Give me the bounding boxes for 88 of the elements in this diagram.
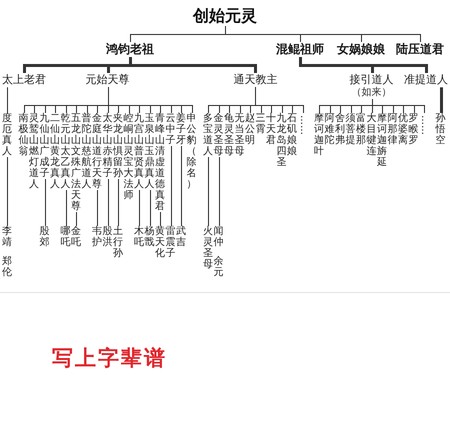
disciple-name: 二仙山黄龙真人 (50, 113, 60, 190)
disciple-name: 龟灵圣母 (224, 113, 234, 157)
disciple-name: 玉泉山玉鼎真人 (144, 113, 154, 190)
disciple-name: 孙悟空 (436, 113, 446, 146)
deity-name: 通天教主 (233, 73, 278, 88)
connector-line (219, 156, 220, 226)
connector-line (225, 26, 421, 42)
root-name: 创始元灵 (193, 6, 257, 26)
disciple-name: 赵公明 (245, 113, 255, 146)
disciple-name: 金庭山道行天尊 (92, 113, 102, 190)
disciple-name: 优婆离 (398, 113, 408, 146)
disciple-name: 摩诃迦旃延 (377, 113, 387, 168)
ellipsis-text: …… (419, 115, 429, 135)
deity-name: 陆压道君 (396, 42, 444, 57)
deity-name: 接引道人 (350, 73, 394, 86)
disciple-name: 云中子 (166, 113, 176, 146)
disciple-name: 崆峒山灵宝大法师 (124, 113, 134, 201)
connector-line (118, 178, 119, 226)
disciple-name: 九宫山普贤真人 (134, 113, 144, 190)
disciple-name: 武吉 (176, 226, 186, 248)
disciple-name: 姜子牙 (176, 113, 186, 146)
disciple-name: 夹龙山惧留孙 (113, 113, 123, 179)
disciple-name: 杨戬 (144, 226, 154, 248)
disciple-name: 李靖 (2, 226, 12, 248)
disciple-name: 富楼那 (356, 113, 366, 146)
deity-name: 太上老君 (2, 73, 46, 88)
connector-line (440, 87, 443, 113)
note-text: （如来） (352, 87, 392, 100)
disciple-name: 黄天化 (155, 226, 165, 259)
deity-name: 女娲娘娘 (337, 42, 385, 57)
disciple-name: 申公豹（除名） (186, 113, 196, 190)
disciple-name: 郑伦 (2, 256, 12, 278)
disciple-name: 太华山赤精子 (102, 113, 112, 179)
disciple-name: 五龙山文殊广法天尊 (71, 113, 81, 212)
ellipsis-text: …… (298, 115, 308, 135)
connector-line (66, 190, 67, 226)
disciple-name: 金灵圣母 (214, 113, 224, 157)
disciple-name: 火灵圣母 (203, 226, 213, 270)
disciple-name: 阿难陀 (324, 113, 334, 146)
disciple-name: 土行孙 (113, 226, 123, 259)
disciple-name: 舍利弗 (335, 113, 345, 146)
disciple-name: 大目犍连 (366, 113, 376, 157)
connector-line (7, 86, 8, 114)
disciple-name: 雷震子 (166, 226, 176, 259)
connector-line (139, 190, 140, 226)
connector-line (97, 190, 98, 226)
disciple-name: 九仙山广成子 (40, 113, 50, 179)
deity-name: 准提道人 (404, 73, 448, 88)
disciple-name: 须菩提 (346, 113, 356, 146)
disciple-name: 普陀山慈航道人 (82, 113, 92, 190)
deity-name: 混鲲祖师 (276, 42, 324, 57)
disciple-name: 石矶娘娘 (287, 113, 297, 157)
disciple-name: 哪吒 (60, 226, 70, 248)
connector-line (171, 146, 172, 226)
connector-line (181, 146, 182, 226)
connector-line (45, 178, 46, 226)
connector-line (7, 156, 8, 226)
connector-line (160, 212, 161, 226)
disciple-name: 罗睺罗 (408, 113, 418, 146)
connector-line (76, 212, 77, 226)
disciple-name: 度厄真人 (2, 113, 12, 157)
disciple-name: 阿那律 (388, 113, 398, 146)
disciple-name: 殷洪 (102, 226, 112, 248)
disciple-name: 韦护 (92, 226, 102, 248)
caption-text: 写上字辈谱 (52, 345, 167, 372)
connector-line (255, 86, 304, 114)
disciple-name: 闻仲 (214, 226, 224, 248)
disciple-name: 青峰山清虚道德真君 (155, 113, 165, 212)
connector-line (150, 190, 151, 226)
disciple-name: 余元 (214, 256, 224, 278)
disciple-name: 摩诃迦叶 (314, 113, 324, 157)
disciple-name: 多宝道人 (203, 113, 213, 157)
connector-line (208, 156, 209, 226)
disciple-name: 灵鹫山燃灯道人 (29, 113, 39, 190)
disciple-name: 南极仙翁 (18, 113, 28, 157)
disciple-name: 木吒 (134, 226, 144, 248)
disciple-name: 九龙岛四圣 (276, 113, 286, 168)
disciple-name: 乾元山太乙真人 (60, 113, 70, 190)
connector-line (372, 98, 425, 114)
deity-name: 元始天尊 (86, 73, 130, 88)
deity-name: 鸿钧老祖 (106, 42, 154, 57)
connector-line (108, 178, 109, 226)
connector-line (129, 57, 257, 73)
disciple-name: 三霄 (256, 113, 266, 135)
disciple-name: 十天君 (266, 113, 276, 146)
disciple-name: 殷郊 (40, 226, 50, 248)
disciple-name: 金吒 (71, 226, 81, 248)
disciple-name: 无当圣母 (234, 113, 244, 157)
